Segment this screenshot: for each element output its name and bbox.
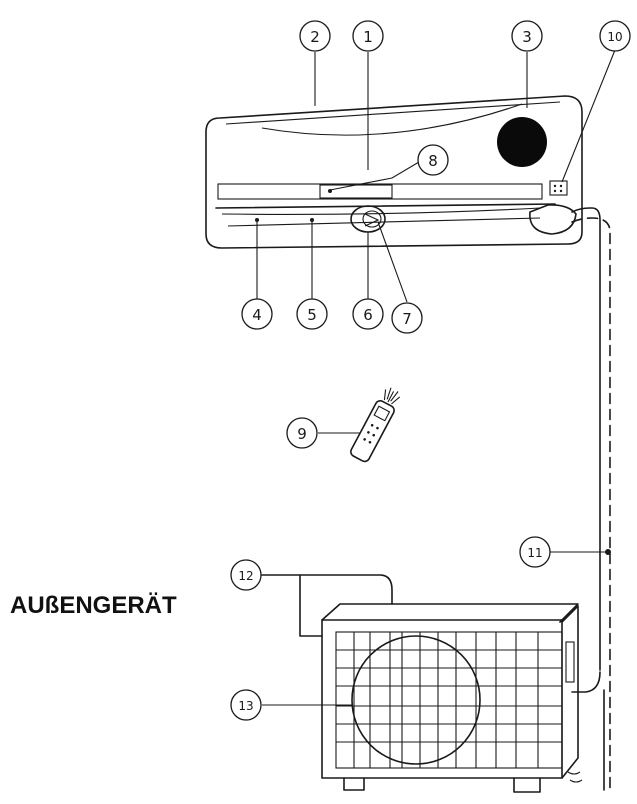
leader-lines [256, 49, 616, 706]
callout-3: 3 [511, 20, 543, 52]
indoor-unit [205, 95, 583, 249]
svg-text:1: 1 [363, 28, 373, 46]
callout-6: 6 [352, 298, 384, 330]
svg-text:2: 2 [310, 28, 320, 46]
svg-text:12: 12 [238, 569, 253, 583]
callout-13: 13 [230, 689, 262, 721]
pipe-bracket [261, 574, 393, 637]
svg-text:10: 10 [607, 30, 622, 44]
svg-text:11: 11 [527, 546, 542, 560]
callout-1: 1 [352, 20, 384, 52]
svg-text:6: 6 [363, 306, 373, 324]
callout-7: 7 [391, 302, 423, 334]
callout-12: 12 [230, 559, 262, 591]
svg-text:9: 9 [297, 425, 307, 443]
svg-text:5: 5 [307, 306, 317, 324]
sensor-circle [497, 117, 547, 167]
svg-text:4: 4 [252, 306, 262, 324]
svg-text:7: 7 [402, 310, 412, 328]
callout-2: 2 [299, 20, 331, 52]
callout-10: 10 [599, 20, 631, 52]
outdoor-unit-title: AUßENGERÄT [10, 592, 177, 619]
callout-8: 8 [417, 144, 449, 176]
callout-5: 5 [296, 298, 328, 330]
svg-text:3: 3 [522, 28, 532, 46]
remote-control [350, 387, 401, 463]
callout-9: 9 [286, 417, 318, 449]
connecting-pipe [571, 207, 611, 791]
svg-text:8: 8 [428, 152, 438, 170]
callout-11: 11 [519, 536, 551, 568]
outdoor-unit [321, 603, 583, 793]
callout-4: 4 [241, 298, 273, 330]
svg-text:13: 13 [238, 699, 253, 713]
